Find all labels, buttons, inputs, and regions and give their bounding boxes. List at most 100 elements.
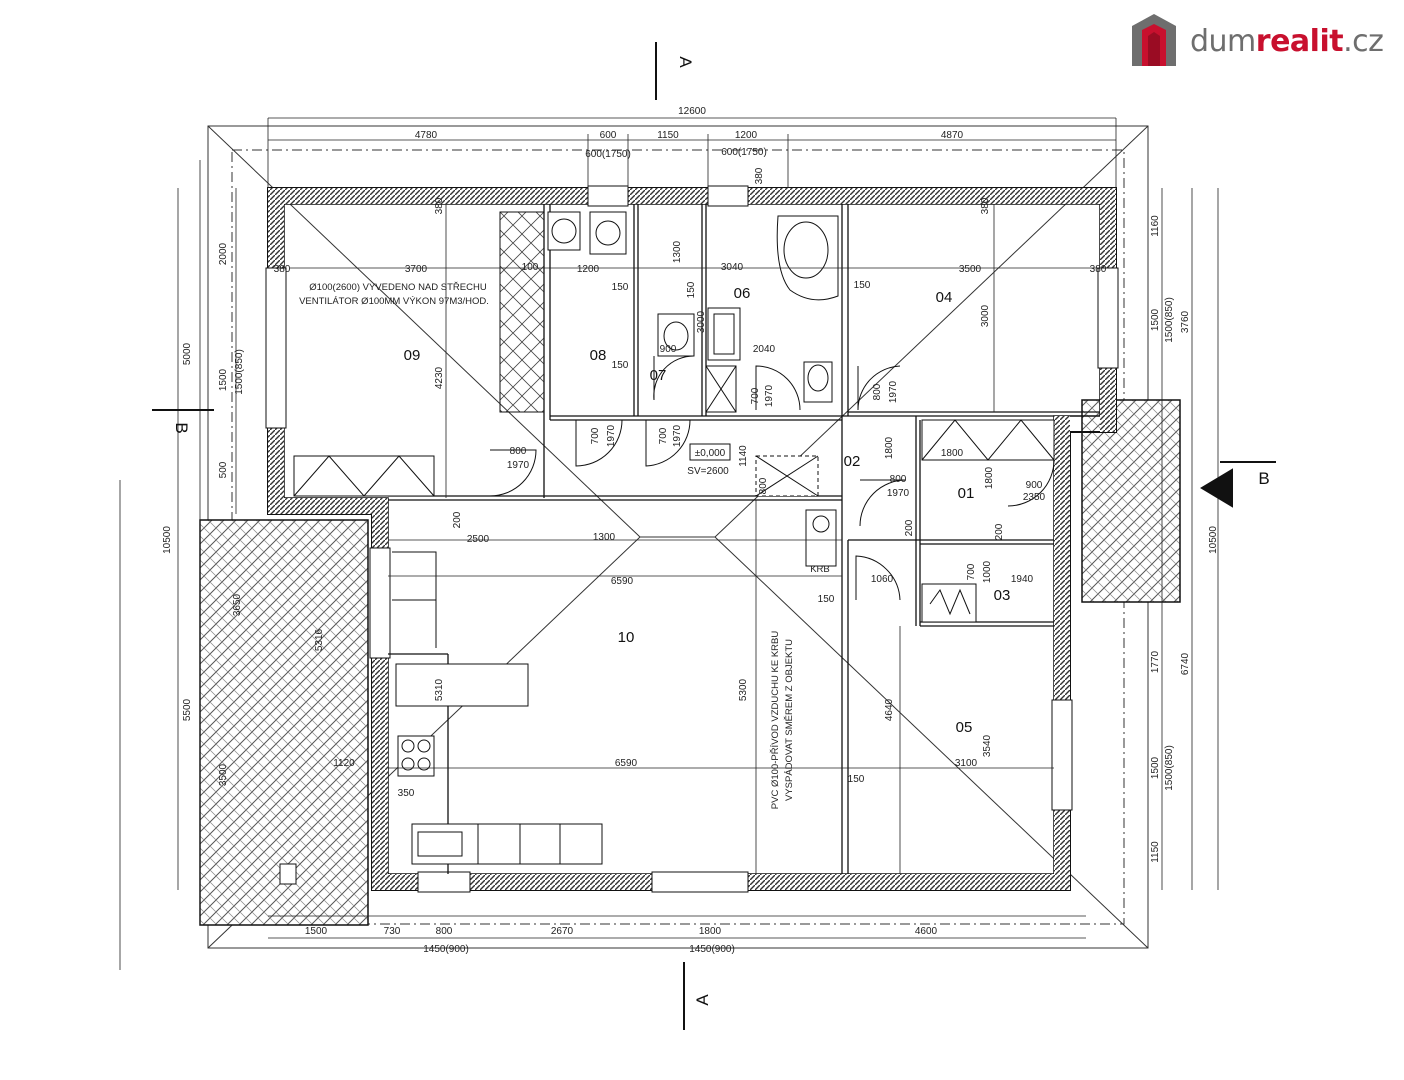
label-interior_dims-d2040: 2040: [753, 344, 776, 355]
label-interior_dims-d1120: 1120: [333, 758, 355, 769]
label-interior_dims-d1060: 1060: [871, 574, 894, 585]
label-dims_top-win1: 600(1750): [585, 149, 631, 160]
label-interior_dims-d3700: 3700: [405, 264, 428, 275]
label-interior_dims-d800: 800: [758, 477, 769, 494]
brand-part-3: .cz: [1343, 24, 1384, 59]
label-interior_dims-d380: 380: [1090, 264, 1107, 275]
label-interior_dims-d700: 700: [966, 563, 977, 580]
label-dims_right-seg2: 1500: [1150, 308, 1161, 331]
section-mark-b-left: B: [172, 422, 191, 433]
label-dims_left-seg1: 2000: [218, 242, 229, 265]
label-interior_dims-d150: 150: [612, 282, 629, 293]
label-dims_bottom-win2: 1450(900): [689, 944, 735, 955]
dumrealit-logo[interactable]: dumrealit.cz: [1128, 12, 1388, 68]
label-dims_right-seg2b: 1500(850): [1164, 297, 1175, 343]
label-dims_top-segs-3: 1200: [735, 130, 758, 141]
room-label-09: 09: [404, 347, 421, 364]
label-interior_dims-d200: 200: [452, 511, 463, 528]
section-mark-a-bottom: A: [693, 994, 712, 1006]
label-interior_dims-d100: 100: [522, 262, 539, 273]
label-interior_dims-d1300: 1300: [593, 532, 616, 543]
label-interior_dims-d380: 380: [274, 264, 291, 275]
label-interior_dims-d1200: 1200: [577, 264, 600, 275]
doors: [392, 355, 1055, 648]
label-dims_left-seg2b: 1500(850): [234, 349, 245, 395]
label-interior_dims-d2350: 2350: [1023, 492, 1046, 503]
room-label-05: 05: [956, 719, 973, 736]
label-dims_top-win2: 600(1750): [721, 147, 767, 158]
label-notes-sv: SV=2600: [687, 466, 729, 477]
brand-part-1: dum: [1190, 24, 1256, 59]
label-interior_dims-d350: 350: [398, 788, 415, 799]
terrace-right: [1081, 399, 1181, 603]
label-interior_dims-d5310: 5310: [434, 678, 445, 701]
house-logo-icon: [1132, 14, 1176, 66]
label-notes-vent2: VENTILÁTOR Ø100MM VÝKON 97M3/HOD.: [299, 296, 489, 307]
label-dims_left-terrace2: 5500: [182, 698, 193, 721]
room-label-02: 02: [844, 453, 861, 470]
label-notes-level: ±0,000: [695, 448, 726, 459]
label-interior_dims-d2500: 2500: [467, 534, 490, 545]
label-dims_bottom-segs-1: 730: [384, 926, 401, 937]
label-interior_dims-d3000: 3000: [696, 310, 707, 333]
terrace-left: [199, 519, 369, 926]
label-interior_dims-d800: 800: [510, 446, 527, 457]
label-interior_dims-d1970: 1970: [764, 384, 775, 407]
label-dims_top-segs-4: 4870: [941, 130, 964, 141]
label-dims_right-seg4b: 1500(850): [1164, 745, 1175, 791]
label-dims_left-total_upper: 5000: [182, 342, 193, 365]
label-dims_right-seg4: 1500: [1150, 756, 1161, 779]
label-interior_dims-d1140: 1140: [738, 445, 749, 467]
label-interior_dims-d3500: 3500: [959, 264, 982, 275]
room-label-10: 10: [618, 629, 635, 646]
label-dims_left-seg3: 500: [218, 461, 229, 478]
kitchen-units: [395, 443, 837, 865]
label-dims_right-lower: 6740: [1180, 652, 1191, 675]
label-dims_right-seg5: 1150: [1150, 841, 1161, 863]
label-interior_dims-d700: 700: [658, 427, 669, 444]
label-notes-pvc1: PVC Ø100-PŘÍVOD VZDUCHU KE KRBU: [770, 631, 781, 810]
label-interior_dims-d1800: 1800: [884, 436, 895, 459]
label-notes-vent1: Ø100(2600) VYVEDENO NAD STŘECHU: [309, 282, 487, 293]
label-interior_dims-d1970: 1970: [606, 424, 617, 447]
room-label-06: 06: [734, 285, 751, 302]
room-label-07: 07: [650, 367, 667, 384]
label-interior_dims-d800: 800: [890, 474, 907, 485]
label-interior_dims-d380: 380: [980, 197, 991, 214]
room-label-08: 08: [590, 347, 607, 364]
label-interior_dims-d1970: 1970: [887, 488, 910, 499]
label-dims_top-segs-1: 600: [600, 130, 617, 141]
label-interior_dims-d200: 200: [904, 519, 915, 536]
label-interior_dims-d800: 800: [872, 383, 883, 400]
label-dims_top-segs-2: 1150: [657, 130, 679, 141]
label-dims_bottom-segs-2: 800: [436, 926, 453, 937]
label-interior_dims-d1970: 1970: [888, 380, 899, 403]
label-dims_left-seg2: 1500: [218, 368, 229, 391]
wardrobes: [293, 211, 1055, 623]
label-dims_left-terrace3: 3500: [218, 763, 229, 786]
section-mark-b-right: B: [1258, 469, 1269, 488]
label-interior_dims-d1800: 1800: [984, 466, 995, 489]
label-dims_right-total: 10500: [1208, 526, 1219, 554]
brand-text: dumrealit.cz: [1190, 24, 1384, 59]
label-dims_bottom-win1: 1450(900): [423, 944, 469, 955]
label-notes-pvc2: VYSPÁDOVAT SMĚREM Z OBJEKTU: [784, 639, 795, 801]
label-interior_dims-d3000: 3000: [980, 304, 991, 327]
label-interior_dims-d3040: 3040: [721, 262, 744, 273]
label-dims_bottom-segs-5: 4600: [915, 926, 938, 937]
section-mark-a-top: A: [676, 56, 695, 68]
label-dims_left-total: 10500: [162, 526, 173, 554]
label-interior_dims-d1800: 1800: [941, 448, 964, 459]
label-dims_right-seg3: 1770: [1150, 650, 1161, 673]
label-interior_dims-d5316: 5316: [314, 628, 325, 651]
label-interior_dims-d150: 150: [686, 281, 697, 298]
label-interior_dims-d150: 150: [612, 360, 629, 371]
room-label-04: 04: [936, 289, 953, 306]
brand-part-2: realit: [1255, 24, 1344, 59]
label-interior_dims-d900: 900: [660, 344, 677, 355]
label-interior_dims-d200: 200: [994, 523, 1005, 540]
label-interior_dims-d1940: 1940: [1011, 574, 1034, 585]
label-interior_dims-d150: 150: [848, 774, 865, 785]
section-markers: [152, 42, 1276, 1030]
label-interior_dims-d6590: 6590: [615, 758, 638, 769]
